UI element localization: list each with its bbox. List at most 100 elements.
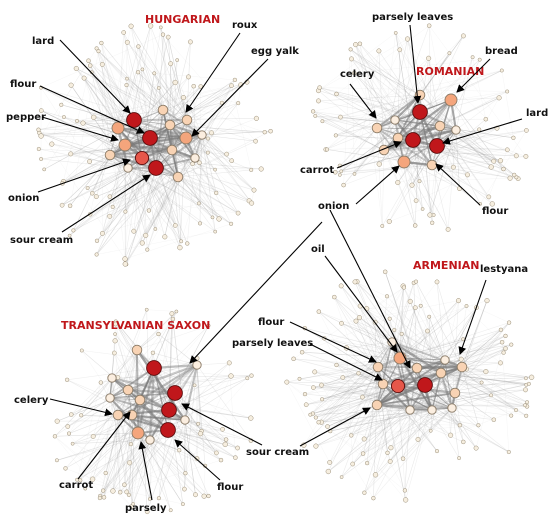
network-node (399, 331, 404, 336)
arrow-roux (185, 32, 241, 113)
network-edge (101, 42, 143, 159)
network-node (505, 89, 510, 94)
romanian-annotations: parsely leaves bread celery lard carrot … (300, 12, 548, 217)
network-edge (141, 157, 156, 230)
network-edge (417, 407, 453, 440)
network-edge (401, 333, 463, 368)
network-edge (376, 127, 405, 163)
network-node (350, 461, 356, 467)
network-edge (322, 119, 396, 122)
network-node (249, 200, 255, 206)
network-edge (177, 169, 252, 178)
network-node (213, 167, 217, 172)
network-edge (171, 149, 227, 155)
network-edge (424, 384, 517, 411)
network-edge (322, 367, 418, 400)
network-node (192, 383, 197, 388)
network-edge (40, 34, 164, 88)
network-edge (454, 392, 494, 420)
network-edge (153, 367, 186, 474)
network-edge (488, 149, 508, 197)
network-node (59, 202, 65, 208)
network-edge (117, 414, 151, 500)
network-edge (184, 419, 251, 441)
network-edge (109, 154, 179, 178)
network-edge (286, 381, 352, 436)
network-edge (185, 375, 232, 474)
network-node (499, 339, 505, 345)
network-edge (412, 139, 423, 210)
network-edge (351, 425, 479, 436)
network-edge (82, 122, 129, 169)
network-edge (376, 392, 456, 406)
network-edge (149, 137, 176, 226)
network-node (258, 166, 264, 172)
network-node (196, 421, 201, 426)
network-edge (379, 32, 396, 165)
network-node (156, 86, 161, 90)
network-edge (177, 140, 256, 178)
network-node (489, 201, 495, 207)
network-node (338, 114, 343, 120)
network-edge (88, 60, 250, 201)
network-edge (356, 281, 418, 369)
network-edge (419, 53, 450, 96)
network-node (123, 209, 128, 214)
network-edge (102, 124, 171, 234)
network-node (317, 85, 322, 90)
network-edge (407, 38, 413, 186)
network-node (201, 493, 207, 499)
network-edge (200, 375, 252, 434)
network-edge (112, 144, 126, 207)
ingredient-node (126, 409, 138, 421)
network-edge (412, 139, 434, 216)
transylvanian-edges (54, 309, 252, 512)
network-edge (366, 366, 463, 464)
network-node (320, 397, 325, 402)
network-edge (321, 384, 378, 406)
network-edge (376, 127, 416, 226)
network-edge (439, 372, 454, 409)
network-edge (155, 34, 164, 169)
network-node (524, 128, 529, 133)
network-edge (56, 429, 169, 461)
network-node (262, 130, 267, 135)
armenian-nodes (284, 269, 535, 503)
network-node (38, 133, 44, 139)
network-node (126, 492, 131, 497)
arrow-egg-yalk (191, 58, 269, 137)
network-edge (136, 349, 186, 421)
network-edge (355, 287, 405, 322)
network-node (162, 234, 168, 240)
network-edge (399, 357, 463, 368)
network-edge (391, 341, 404, 459)
ingredient-node (105, 393, 115, 403)
network-edge (146, 309, 151, 441)
network-edge (169, 124, 265, 133)
network-node (320, 119, 325, 124)
network-node (205, 150, 210, 155)
network-node (334, 362, 339, 368)
network-edge (38, 127, 119, 130)
network-node (497, 158, 504, 164)
network-edge (174, 392, 227, 440)
ingredient-node (392, 132, 404, 144)
network-edge (364, 407, 453, 493)
arrow-oil (324, 255, 398, 353)
network-edge (87, 144, 126, 189)
network-edge (54, 436, 132, 507)
network-edge (158, 419, 186, 499)
network-edge (321, 384, 376, 475)
arrow-pepper (41, 116, 119, 142)
network-node (180, 95, 187, 101)
network-edge (417, 384, 426, 440)
network-node (160, 32, 166, 37)
network-edge (150, 25, 182, 242)
network-edge (169, 124, 265, 133)
network-edge (318, 90, 405, 163)
ingredient-node (146, 360, 162, 376)
network-edge (326, 58, 429, 150)
network-edge (334, 296, 399, 387)
network-edge (126, 78, 179, 178)
network-node (460, 33, 466, 39)
